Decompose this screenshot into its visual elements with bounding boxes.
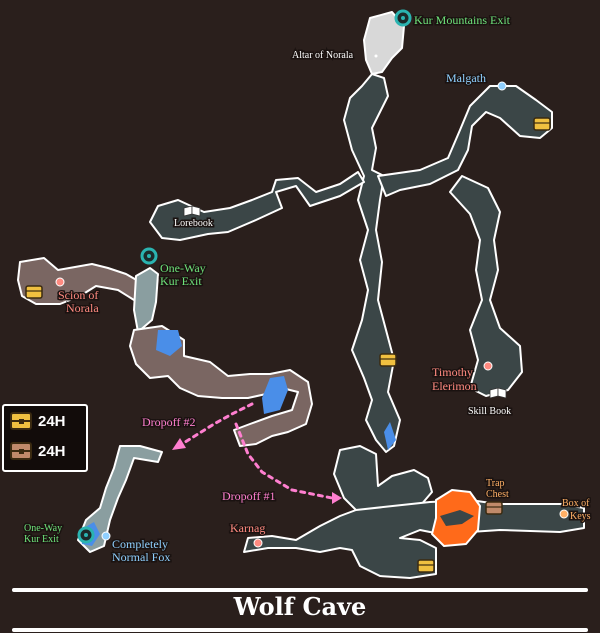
label-dropoff-2: Dropoff #2 (142, 415, 195, 429)
map-title: Wolf Cave (233, 592, 367, 621)
book-icon-skill-book (489, 387, 507, 399)
fox-marker (101, 531, 111, 541)
lower-hub (333, 445, 433, 513)
title-rule-bottom (12, 628, 588, 632)
map-labels: Kur Mountains Exit Altar of Norala Malga… (23, 12, 593, 566)
box-of-keys-marker (559, 509, 569, 519)
label-one-way-kur-exit-top-2: Kur Exit (160, 274, 202, 288)
label-scion-1: Scion of (58, 288, 98, 302)
label-fox-1: Completely (112, 537, 168, 551)
dropoff-arrows (180, 402, 334, 500)
gold-chest-icon-scion (25, 285, 43, 299)
label-timothy-1: Timothy (432, 365, 473, 379)
lower-passages (243, 499, 585, 579)
label-trap-chest-2: Chest (486, 489, 509, 500)
brown-chest-icon-trap (485, 501, 503, 515)
label-box-of-keys-2: Keys (570, 511, 591, 522)
malgath-branch (377, 85, 553, 197)
altar-marker (374, 54, 378, 58)
gold-chest-icon (10, 412, 32, 430)
label-scion-2: Norala (66, 301, 99, 315)
label-one-way-kur-exit-top-1: One-Way (160, 261, 206, 275)
grey-blue-connector (133, 267, 159, 333)
title-rule-top (12, 588, 588, 592)
title-bar: Wolf Cave (0, 576, 600, 633)
label-timothy-2: Elerimon (432, 379, 477, 393)
portal-icon-one-way-top (140, 247, 158, 265)
label-altar-of-norala: Altar of Norala (292, 50, 354, 61)
legend-label-brown: 24H (38, 442, 66, 460)
legend-row-brown: 24H (10, 442, 66, 460)
lava-crust (440, 510, 474, 526)
lorebook-branch (149, 171, 365, 241)
label-fox-2: Normal Fox (112, 550, 170, 564)
water-pool-mid (262, 376, 288, 414)
scion-marker (55, 277, 65, 287)
water-pool-central (384, 422, 396, 450)
label-karnag: Karnag (230, 521, 265, 535)
timothy-marker (483, 361, 493, 371)
gold-chest-icon-malgath (533, 117, 551, 131)
label-lorebook: Lorebook (174, 218, 213, 229)
label-kur-mountains-exit: Kur Mountains Exit (414, 13, 511, 27)
dropoff-2-path (180, 402, 254, 446)
brown-middle (129, 325, 313, 447)
label-trap-chest-1: Trap (486, 478, 505, 489)
gold-chest-icon-central (379, 353, 397, 367)
label-dropoff-1: Dropoff #1 (222, 489, 275, 503)
dropoff-2-arrowhead (172, 438, 186, 450)
gold-chest-icon-lower (417, 559, 435, 573)
label-one-way-kur-exit-bottom-2: Kur Exit (24, 534, 59, 545)
dropoff-1-arrowhead (332, 492, 342, 504)
central-shaft (343, 73, 401, 453)
markers (25, 9, 569, 573)
label-one-way-kur-exit-bottom-1: One-Way (24, 523, 62, 534)
portal-icon-kur-mountains (394, 9, 412, 27)
label-malgath: Malgath (446, 71, 486, 85)
label-skill-book: Skill Book (468, 406, 511, 417)
label-box-of-keys-1: Box of (562, 498, 590, 509)
book-icon-lorebook (183, 205, 201, 217)
legend-label-gold: 24H (38, 412, 66, 430)
water-pool-left (156, 330, 182, 356)
karnag-marker (253, 538, 263, 548)
legend-row-gold: 24H (10, 412, 66, 430)
dropoff-1-path (234, 422, 334, 500)
malgath-marker (497, 81, 507, 91)
brown-chest-icon (10, 442, 32, 460)
portal-icon-one-way-bottom (77, 526, 95, 544)
chest-legend: 24H 24H (2, 404, 88, 472)
